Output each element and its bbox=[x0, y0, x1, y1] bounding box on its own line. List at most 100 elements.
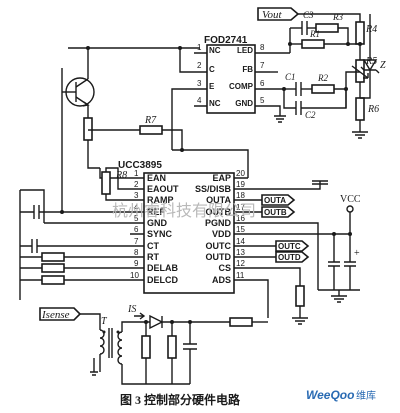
r5-potentiometer bbox=[355, 59, 365, 83]
ucc-pin10-number: 10 bbox=[130, 271, 139, 280]
fod-pin6-label: COMP bbox=[229, 82, 254, 91]
outb-tag-label: OUTB bbox=[264, 208, 287, 217]
delab-resistor bbox=[41, 263, 65, 273]
ucc-pin20-number: 20 bbox=[236, 169, 245, 178]
ucc-pin6-label: SYNC bbox=[147, 229, 173, 239]
outc-net-tag bbox=[275, 240, 310, 252]
ucc-pin6-number: 6 bbox=[134, 225, 139, 234]
zener-diode bbox=[362, 59, 378, 72]
ucc-pin15-label: VDD bbox=[212, 229, 232, 239]
junction-dot bbox=[170, 320, 174, 324]
junction-dot bbox=[86, 46, 90, 50]
fod-pin4-number: 4 bbox=[197, 96, 202, 105]
pgnd-wire bbox=[262, 222, 319, 290]
junction-dot bbox=[144, 320, 148, 324]
junction-dot bbox=[358, 42, 362, 46]
eap-feedback-wire bbox=[172, 149, 249, 178]
fod-ground-symbol bbox=[274, 115, 286, 123]
junction-dot bbox=[60, 210, 64, 214]
vout-label: Vout bbox=[262, 9, 283, 21]
cs-wire bbox=[262, 267, 301, 286]
transformer-core bbox=[108, 328, 113, 358]
r3-label: R3 bbox=[332, 12, 343, 22]
transformer-secondary-coil bbox=[117, 331, 123, 365]
ucc-pin15-number: 15 bbox=[236, 225, 245, 234]
r1-label: R1 bbox=[309, 29, 320, 39]
r2-resistor bbox=[311, 84, 335, 94]
ucc-pin10-label: DELCD bbox=[147, 275, 178, 285]
fod-left-pin-stubs bbox=[194, 52, 207, 107]
ean-wire bbox=[99, 168, 130, 179]
vout-net-tag bbox=[257, 7, 300, 21]
ucc-pin17-number: 17 bbox=[236, 203, 245, 212]
weeqoo-logo-suffix: 维库 bbox=[356, 389, 376, 402]
ref-bypass-capacitor bbox=[20, 205, 62, 219]
cs-ground-symbol bbox=[292, 306, 308, 325]
c2-capacitor bbox=[295, 101, 302, 115]
junction-dot bbox=[188, 320, 192, 324]
ucc-pin12-number: 12 bbox=[236, 259, 245, 268]
ucc-pin18-label: OUTA bbox=[206, 195, 231, 205]
ucc-left-pin-stubs bbox=[126, 177, 144, 281]
isense-net-tag bbox=[39, 307, 82, 321]
polarity-dot bbox=[102, 330, 106, 334]
r7-label: R7 bbox=[144, 115, 157, 126]
ucc3895-chip-body bbox=[143, 172, 235, 294]
current-direction-arrow bbox=[134, 312, 146, 320]
fod-pin2-label: C bbox=[209, 65, 215, 74]
is-label: IS bbox=[127, 304, 136, 315]
zener-bottom-wire bbox=[360, 70, 371, 99]
cs-series-resistor bbox=[229, 317, 253, 327]
r6-ground-symbol bbox=[352, 131, 368, 139]
ucc-pin17-label: OUTB bbox=[206, 207, 232, 217]
fod-pin6-number: 6 bbox=[260, 79, 265, 88]
outc-outd-wires bbox=[262, 245, 276, 258]
ucc-pin7-label: CT bbox=[147, 241, 159, 251]
ucc3895-chip-name: UCC3895 bbox=[118, 160, 162, 171]
ucc-pin8-number: 8 bbox=[134, 248, 139, 257]
burden-resistor bbox=[141, 335, 151, 359]
fod-pin1-label: NC bbox=[209, 46, 221, 55]
fod-pin5-number: 5 bbox=[260, 96, 265, 105]
ucc-pin14-number: 14 bbox=[236, 237, 245, 246]
r6-label: R6 bbox=[367, 104, 379, 115]
r6-resistor bbox=[355, 97, 365, 121]
ucc-pin5-label: GND bbox=[147, 218, 168, 228]
outc-tag-label: OUTC bbox=[278, 242, 301, 251]
ucc-pin2-label: EAOUT bbox=[147, 184, 179, 194]
ucc-pin12-label: CS bbox=[218, 263, 231, 273]
c3-label: C3 bbox=[303, 10, 314, 20]
ucc-pin16-number: 16 bbox=[236, 214, 245, 223]
ucc-pin13-label: OUTD bbox=[206, 252, 232, 262]
r7-resistor bbox=[139, 125, 163, 135]
ucc-pin20-label: EAP bbox=[212, 173, 231, 183]
fod2741-chip-body bbox=[206, 44, 256, 114]
ucc-pin8-label: RT bbox=[147, 252, 159, 262]
r1-resistor bbox=[301, 39, 325, 49]
fod-right-pin-stubs bbox=[255, 52, 270, 107]
fod-e-pin-wire bbox=[171, 88, 194, 150]
ground-bus-top bbox=[20, 189, 45, 223]
vcc-label: VCC bbox=[340, 194, 361, 205]
ss-capacitor bbox=[248, 180, 328, 190]
transistor-emitter-resistor bbox=[83, 117, 93, 141]
junction-dot bbox=[348, 232, 352, 236]
resistor-to-pin-leads bbox=[64, 256, 72, 281]
polarity-dot bbox=[116, 330, 120, 334]
outa-net-tag bbox=[261, 194, 296, 206]
fod-pin7-number: 7 bbox=[260, 61, 265, 70]
ucc-pin18-number: 18 bbox=[236, 191, 245, 200]
transformer-label: T bbox=[101, 316, 108, 327]
secondary-bottom-lead bbox=[121, 364, 190, 385]
cs-pulldown-resistor bbox=[295, 285, 305, 307]
ucc-pin1-number: 1 bbox=[134, 169, 139, 178]
ucc-pin5-number: 5 bbox=[134, 214, 139, 223]
plus-sign: + bbox=[354, 248, 360, 259]
primary-ground-symbol bbox=[90, 358, 98, 376]
outd-net-tag bbox=[275, 251, 310, 263]
fod-gnd-wire bbox=[270, 105, 281, 116]
fod2741-chip-name: FOD2741 bbox=[204, 35, 248, 46]
ucc-pin11-number: 11 bbox=[236, 271, 245, 280]
